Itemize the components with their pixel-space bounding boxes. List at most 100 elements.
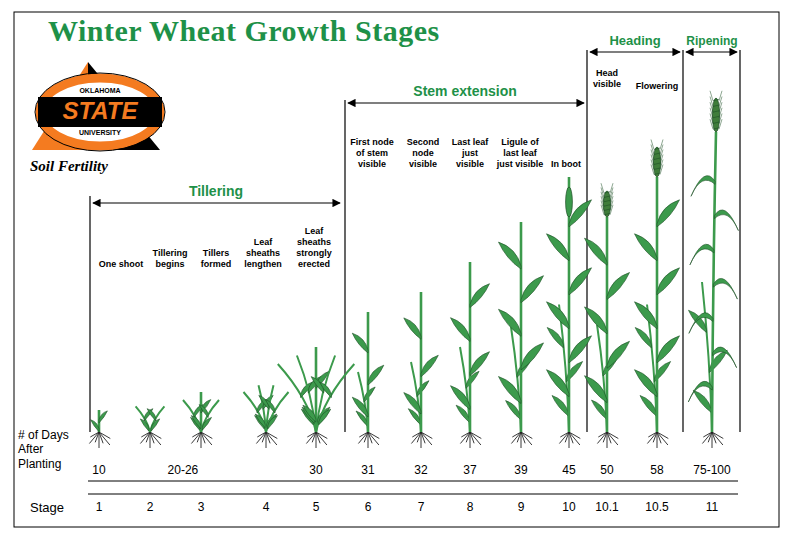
root: [99, 432, 110, 439]
stage-number: 1: [96, 500, 103, 514]
axis-label: Stage: [30, 500, 64, 516]
leaf: [191, 416, 201, 429]
leaf: [657, 268, 680, 295]
leaf: [521, 276, 544, 303]
root: [99, 432, 100, 448]
day-value: 39: [514, 463, 527, 477]
root: [657, 432, 668, 445]
wheat-head: [651, 140, 663, 178]
leaf: [640, 396, 656, 416]
awn: [710, 119, 713, 129]
frame: [14, 12, 779, 527]
leaf: [690, 244, 714, 265]
stem: [297, 356, 316, 433]
stem: [183, 400, 201, 432]
root: [657, 432, 668, 439]
leaf: [499, 242, 522, 269]
leaf: [547, 328, 563, 348]
awn: [651, 160, 654, 170]
root: [95, 432, 99, 442]
spikelet: [654, 168, 660, 170]
spike: [603, 191, 610, 217]
root: [368, 432, 379, 445]
root: [511, 432, 521, 444]
root: [712, 432, 713, 448]
phase-brackets: [90, 50, 740, 432]
awn: [610, 183, 613, 193]
stage-number: 7: [418, 500, 425, 514]
spikelet: [713, 122, 719, 124]
day-value: 20-26: [168, 463, 199, 477]
root: [421, 432, 432, 445]
leaf: [147, 409, 156, 421]
awn: [651, 165, 654, 175]
leaf: [693, 390, 711, 412]
day-value: 32: [414, 463, 427, 477]
leaf: [688, 381, 712, 402]
awn: [660, 150, 663, 160]
day-value: 31: [361, 463, 374, 477]
awn: [719, 91, 722, 101]
leaf: [499, 377, 522, 404]
wheat-plant: [585, 183, 630, 448]
wheat-plant: [547, 177, 592, 448]
leaf: [470, 284, 490, 308]
stage-description: Leaf sheaths strongly erected: [289, 226, 339, 270]
root: [364, 432, 368, 442]
stage-description: Last leaf just visible: [448, 137, 492, 170]
root: [368, 432, 369, 448]
awn: [651, 140, 654, 150]
wheat-plant: [278, 347, 355, 448]
leaf: [713, 278, 737, 299]
root: [191, 432, 201, 444]
wheat-plant: [635, 140, 680, 449]
leaf: [635, 328, 651, 348]
root: [417, 432, 421, 442]
awn: [719, 108, 722, 118]
root: [702, 432, 712, 444]
phase-label: Ripening: [686, 34, 737, 48]
leaf: [691, 176, 715, 197]
awn: [660, 165, 663, 175]
leaf: [99, 411, 107, 423]
logo-wordmark: STATE: [62, 99, 137, 123]
spike: [712, 98, 719, 132]
awn: [710, 97, 713, 107]
root: [565, 432, 569, 442]
leaf: [585, 307, 608, 334]
root: [470, 432, 481, 439]
leaf: [268, 416, 278, 429]
root: [653, 432, 657, 442]
phase-label: Stem extension: [413, 83, 516, 100]
day-value: 30: [309, 463, 322, 477]
awn: [660, 160, 663, 170]
root: [266, 432, 267, 448]
awn: [710, 91, 713, 101]
stage-description: First node of stem visible: [349, 137, 395, 170]
stage-number: 10.5: [645, 500, 668, 514]
table-rule: [88, 494, 738, 495]
day-value: 37: [463, 463, 476, 477]
wheat-plant: [136, 406, 165, 448]
root: [657, 432, 658, 448]
root: [421, 432, 432, 439]
logo-banner: [38, 97, 162, 127]
wheat-head: [710, 91, 722, 132]
leaf: [368, 365, 384, 385]
root: [312, 432, 316, 442]
wheat-plant: [499, 222, 544, 448]
range-arrow: [686, 51, 737, 52]
root: [607, 432, 618, 445]
awn: [660, 140, 663, 150]
awn: [610, 196, 613, 206]
awn: [601, 183, 604, 193]
wheat-plant: [244, 385, 289, 448]
root: [146, 432, 150, 442]
spikelet: [654, 173, 660, 175]
leaf: [470, 352, 490, 376]
leaf: [569, 336, 592, 363]
leaf: [689, 313, 713, 334]
axis-label: # of Days After Planting: [18, 428, 90, 471]
stage-number: 8: [467, 500, 474, 514]
